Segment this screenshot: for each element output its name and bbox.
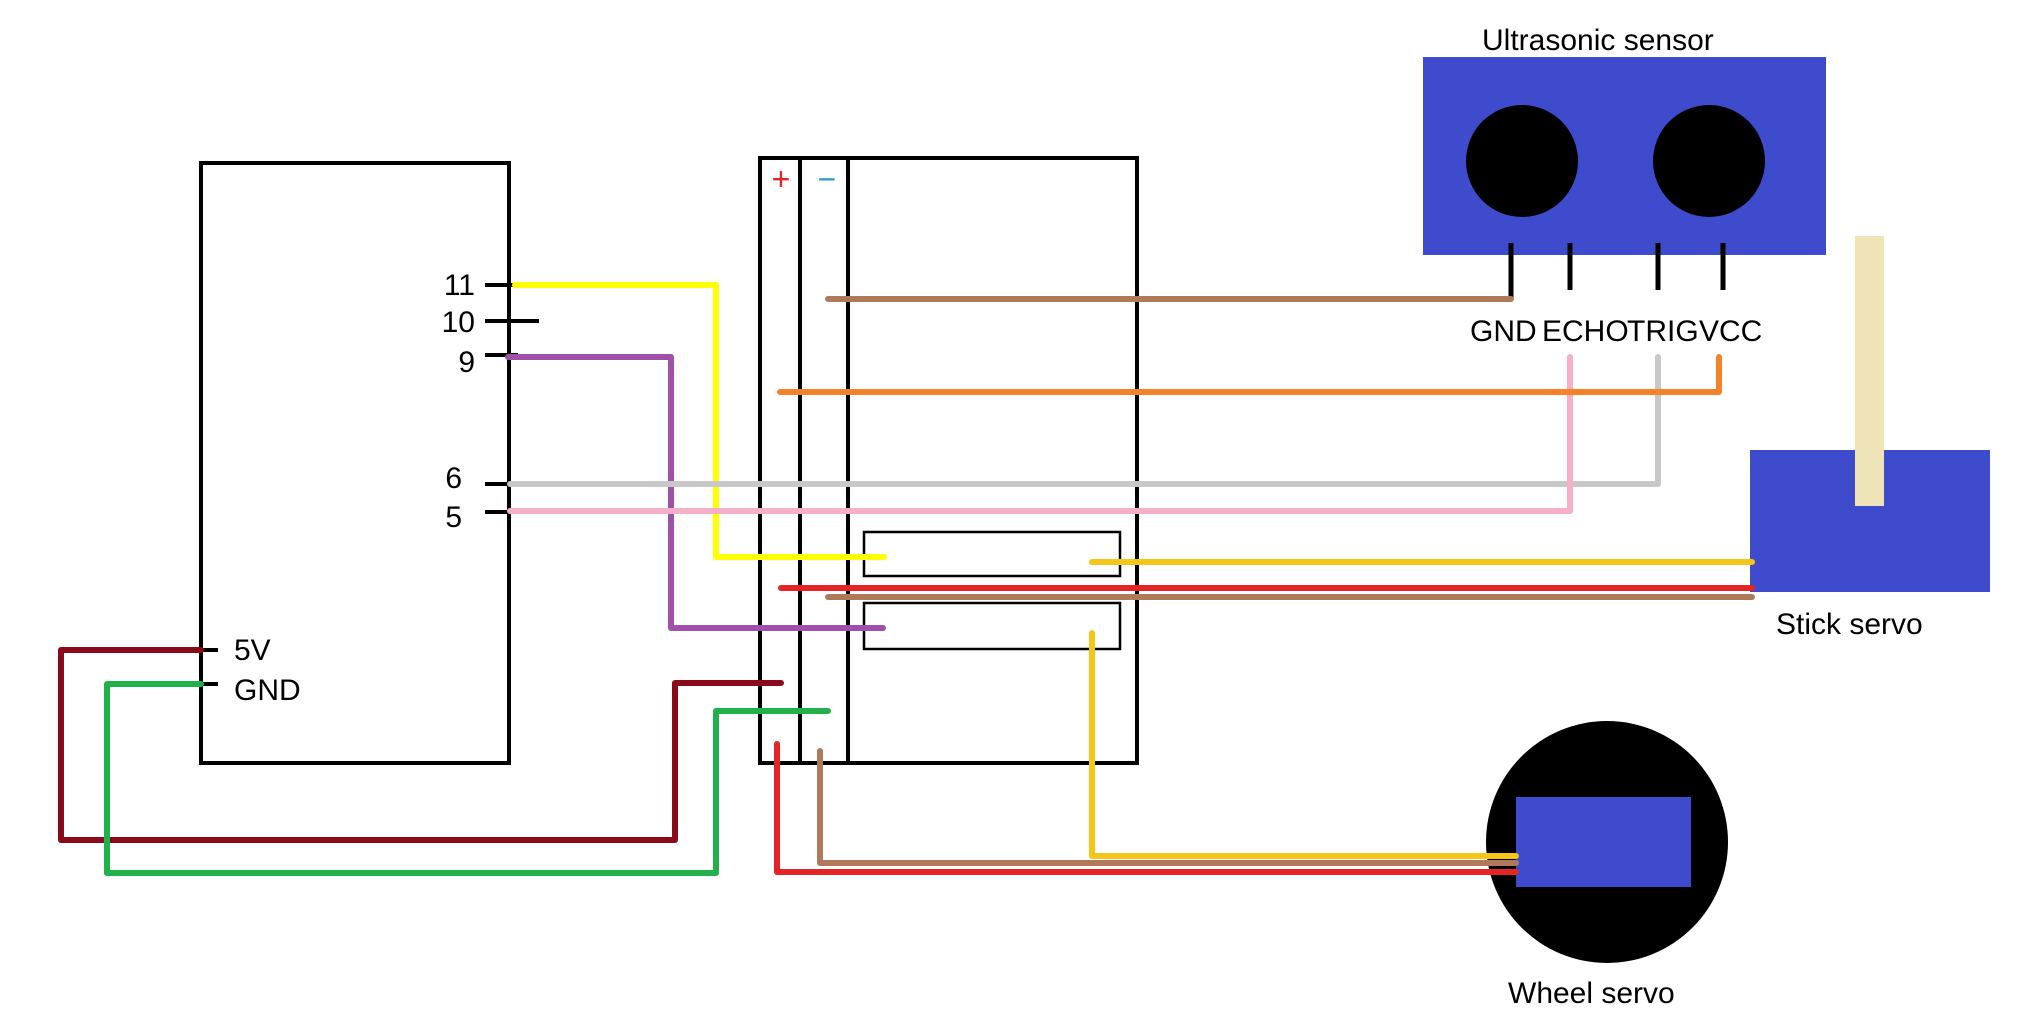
arduino-board	[199, 161, 511, 765]
wire-yellow-pin11	[512, 282, 887, 560]
breadboard-plus-label: +	[772, 161, 791, 197]
stick-servo-label: Stick servo	[1776, 608, 1923, 641]
wheel-servo-label: Wheel servo	[1508, 977, 1675, 1010]
breadboard-slot-2	[862, 601, 1122, 651]
wire-orange-sensor-vcc	[777, 354, 1722, 395]
wires	[58, 282, 1755, 876]
wire-gold-wheel-signal	[1089, 630, 1519, 859]
ultrasonic-gnd-label: GND	[1470, 315, 1537, 348]
pin-11-label: 11	[444, 269, 475, 302]
wire-pink-pin5-echo	[507, 354, 1573, 514]
pin-6-label: 6	[445, 462, 462, 495]
wire-purple-pin9	[505, 354, 886, 631]
arduino-pin-stubs	[186, 283, 539, 686]
breadboard-slot-1	[862, 530, 1122, 578]
pin-9-label: 9	[458, 346, 475, 379]
breadboard	[758, 156, 1139, 765]
stick-servo-arm-overlay	[1855, 450, 1884, 506]
pin-5-label: 5	[445, 501, 462, 534]
pin-5v-label: 5V	[234, 634, 271, 667]
ultrasonic-transducer-left	[1466, 105, 1578, 217]
ultrasonic-echo-label: ECHO	[1542, 315, 1629, 348]
pin-10-label: 10	[442, 306, 475, 339]
wire-gray-pin6-trig	[507, 354, 1661, 487]
wire-brown-wheel-gnd	[817, 748, 1519, 866]
pin-gnd-label: GND	[234, 674, 301, 707]
ultrasonic-vcc-label: VCC	[1699, 315, 1762, 348]
breadboard-minus-label: −	[818, 161, 837, 197]
wire-red-wheel-power	[774, 741, 1519, 875]
ultrasonic-title: Ultrasonic sensor	[1482, 24, 1714, 57]
wire-darkred-5v	[58, 647, 784, 843]
wire-green-gnd	[104, 681, 831, 876]
ultrasonic-transducer-right	[1653, 105, 1765, 217]
wheel-servo-body	[1516, 797, 1691, 887]
ultrasonic-trig-label: TRIG	[1627, 315, 1699, 348]
